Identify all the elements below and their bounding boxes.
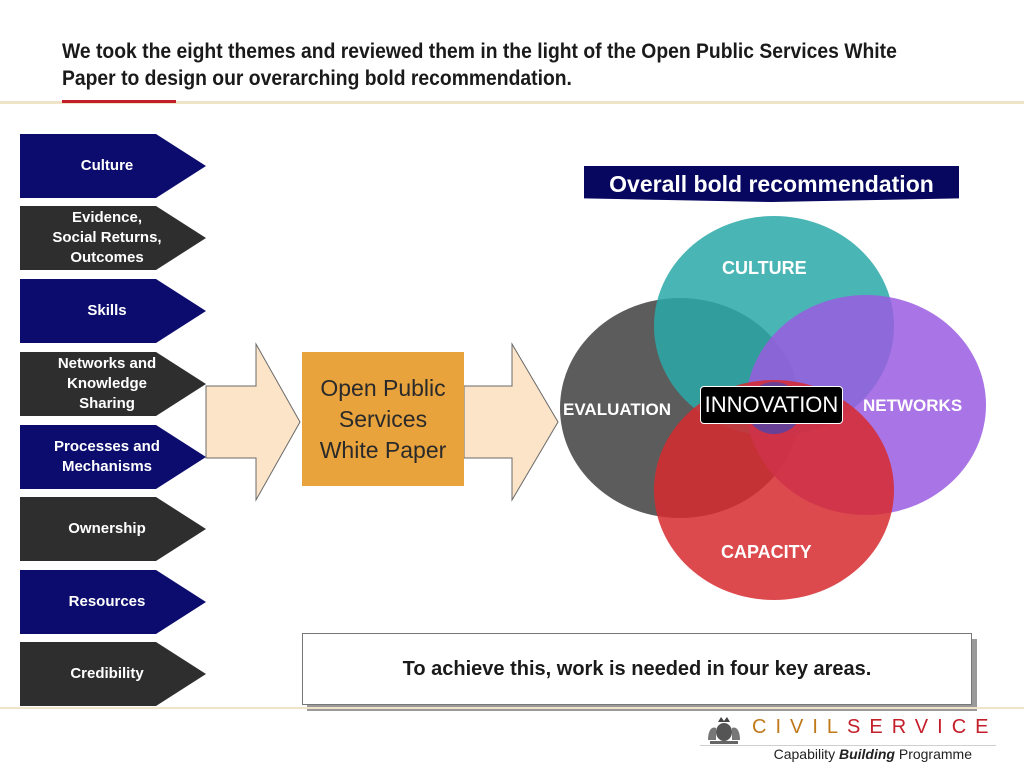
recommendation-banner: Overall bold recommendation: [584, 166, 959, 202]
theme-label: Ownership: [68, 520, 146, 537]
civil-service-logo: CIVILSERVICE Capability Building Program…: [700, 710, 1000, 768]
slide-title: We took the eight themes and reviewed th…: [62, 40, 897, 90]
venn-circle-capacity: [654, 380, 894, 600]
theme-chevron-evidence: Evidence, Social Returns, Outcomes: [20, 206, 206, 270]
innovation-label: INNOVATION: [704, 392, 839, 417]
venn-label-culture: CULTURE: [722, 258, 807, 278]
key-areas-note: To achieve this, work is needed in four …: [302, 633, 972, 705]
tagline-emphasis: Building: [838, 746, 895, 762]
theme-label: Networks and Knowledge Sharing: [57, 355, 157, 412]
logo-divider: [700, 745, 996, 746]
wordmark-service: SERVICE: [847, 716, 998, 738]
theme-label: Evidence, Social Returns, Outcomes: [52, 209, 162, 266]
flow-arrow-left: [205, 342, 301, 502]
venn-label-evaluation: EVALUATION: [563, 400, 671, 419]
venn-label-capacity: CAPACITY: [721, 542, 812, 562]
key-areas-text: To achieve this, work is needed in four …: [402, 657, 872, 680]
royal-crest-icon: [708, 717, 740, 744]
open-public-services-label: Open Public Services White Paper: [319, 374, 447, 463]
programme-tagline: Capability Building Programme: [774, 746, 972, 762]
theme-label: Resources: [68, 593, 146, 610]
recommendation-banner-text: Overall bold recommendation: [609, 170, 934, 197]
tagline-prefix: Capability: [773, 746, 839, 762]
wordmark-civil: CIVIL: [752, 716, 848, 738]
footer-divider: [0, 707, 1024, 709]
header-divider: [0, 101, 1024, 104]
theme-label: Culture: [80, 157, 134, 174]
venn-label-networks: NETWORKS: [863, 396, 963, 415]
theme-label: Processes and Mechanisms: [54, 438, 160, 475]
theme-label: Credibility: [70, 665, 144, 682]
civil-service-wordmark: CIVILSERVICE: [752, 716, 997, 739]
header-accent: [62, 100, 176, 103]
flow-arrow-right: [463, 342, 559, 502]
tagline-suffix: Programme: [894, 746, 972, 762]
theme-label: Skills: [87, 302, 127, 319]
innovation-badge: INNOVATION: [700, 386, 843, 424]
open-public-services-box: Open Public Services White Paper: [302, 352, 464, 486]
